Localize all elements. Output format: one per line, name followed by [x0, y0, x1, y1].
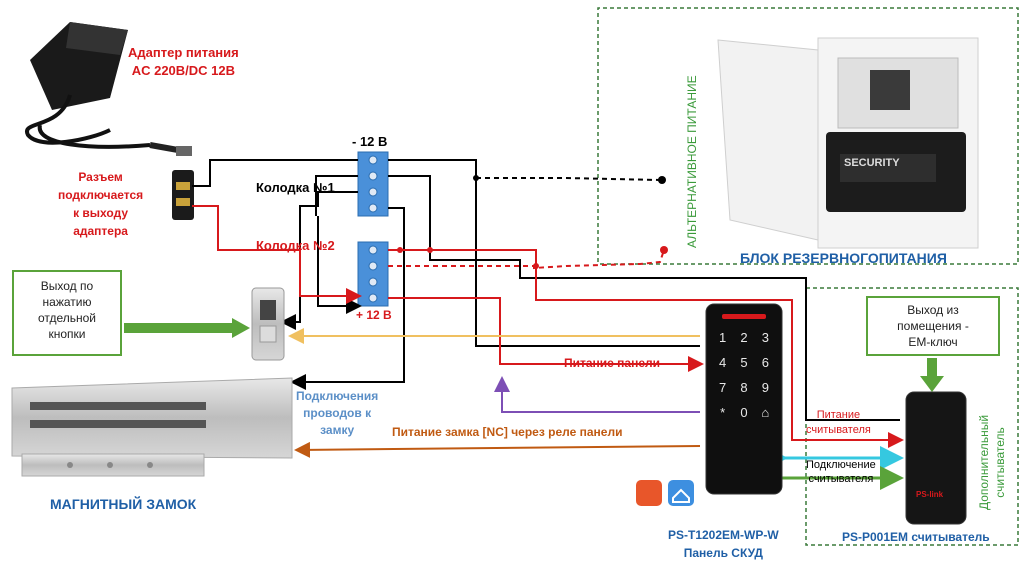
backup-unit-title: БЛОК РЕЗЕРВНОГОПИТАНИЯ: [740, 250, 947, 266]
battery-brand: SECURITY: [844, 157, 900, 169]
dc-connector: [172, 170, 194, 220]
plug-label-line-4: адаптера: [73, 224, 128, 238]
extra-reader-label: Дополнительный считыватель: [976, 415, 1008, 510]
keypad-key[interactable]: 8: [740, 380, 748, 395]
minus12-label: - 12 В: [352, 134, 388, 149]
keypad-key[interactable]: ⌂: [761, 405, 770, 420]
magnetic-lock-label: МАГНИТНЫЙ ЗАМОК: [50, 496, 197, 512]
adapter-label-line-2: AC 220B/DC 12B: [131, 63, 236, 78]
reader-power-label: Питание считывателя: [806, 408, 871, 438]
extra-reader-line-1: Дополнительный: [977, 414, 991, 510]
panel-model-label: PS-T1202EM-WP-W Панель СКУД: [668, 526, 779, 562]
exit-button-callout-line-3: отдельной: [37, 311, 97, 325]
backup-power-unit: [717, 37, 979, 249]
reader-power-line-1: Питание: [816, 409, 861, 421]
keypad-key[interactable]: 7: [719, 380, 727, 395]
keypad-key[interactable]: 5: [740, 355, 748, 370]
keypad-key[interactable]: 1: [719, 330, 727, 345]
tuya-icon: [636, 480, 662, 506]
block2-label: Колодка №2: [256, 238, 335, 253]
lock-wires-line-1: Подключения: [296, 389, 379, 403]
adapter-label: Адаптер питания AC 220B/DC 12B: [128, 44, 239, 80]
exit-button-callout-line-4: кнопки: [48, 327, 86, 341]
lock-power-wire: [294, 441, 701, 458]
lock-power-label: Питание замка [NC] через реле панели: [392, 425, 623, 439]
reader-connect-line-2: считывателя: [808, 473, 874, 485]
panel-power-label: Питание панели: [564, 356, 661, 370]
plug-label-line-1: Разъем: [78, 170, 123, 184]
keypad-key[interactable]: 0: [740, 405, 748, 420]
lock-wires-line-2: проводов к: [303, 406, 372, 420]
lock-wires-label: Подключения проводов к замку: [296, 388, 378, 439]
plug-label-line-3: к выходу: [73, 206, 129, 220]
terminal-block-1: [357, 151, 389, 217]
exit-button-callout-line-1: Выход по: [40, 279, 94, 293]
extra-reader: [905, 391, 967, 525]
keypad-key[interactable]: 9: [761, 380, 769, 395]
exit-reader-callout-line-2: помещения -: [897, 319, 969, 333]
panel-model-line-1: PS-T1202EM-WP-W: [668, 528, 779, 542]
exit-button: [251, 287, 285, 361]
keypad-key[interactable]: 6: [761, 355, 769, 370]
panel-model-line-2: Панель СКУД: [683, 546, 763, 560]
lock-wires-line-3: замку: [320, 423, 355, 437]
keypad-key[interactable]: 2: [740, 330, 748, 345]
magnetic-lock: [11, 377, 293, 477]
smart-home-icon: [668, 480, 694, 506]
plug-label-line-2: подключается: [58, 188, 144, 202]
exit-reader-callout: Выход из помещения - ЕМ-ключ: [866, 296, 1000, 356]
negative-wires: [192, 159, 900, 421]
reader-model-label: PS-P001EM считыватель: [842, 530, 990, 544]
extra-reader-line-2: считыватель: [993, 427, 1007, 498]
exit-reader-callout-line-1: Выход из: [907, 303, 959, 317]
access-panel: [705, 303, 783, 495]
reader-power-line-2: считывателя: [806, 424, 871, 436]
keypad-key[interactable]: *: [720, 405, 726, 420]
backup-zone-border: [597, 7, 1019, 265]
exit-reader-callout-line-3: ЕМ-ключ: [908, 335, 958, 349]
adapter-label-line-1: Адаптер питания: [128, 45, 239, 60]
block1-label: Колодка №1: [256, 180, 335, 195]
reader-logo: PS-link: [916, 490, 944, 499]
relay-wire: [494, 376, 700, 413]
plug-label: Разъем подключается к выходу адаптера: [58, 168, 143, 240]
plus12-label: + 12 В: [356, 308, 392, 322]
reader-connect-label: Подключение считывателя: [806, 458, 876, 486]
reader-connect-line-1: Подключение: [806, 459, 876, 471]
alt-power-label: АЛЬТЕРНАТИВНОЕ ПИТАНИЕ: [685, 75, 699, 248]
keypad-key[interactable]: 3: [761, 330, 769, 345]
keypad-key[interactable]: 4: [719, 355, 727, 370]
power-adapter: [24, 22, 192, 156]
exit-button-callout-line-2: нажатию: [42, 295, 92, 309]
exit-button-callout: Выход по нажатию отдельной кнопки: [12, 270, 122, 356]
terminal-block-2: [357, 241, 389, 307]
